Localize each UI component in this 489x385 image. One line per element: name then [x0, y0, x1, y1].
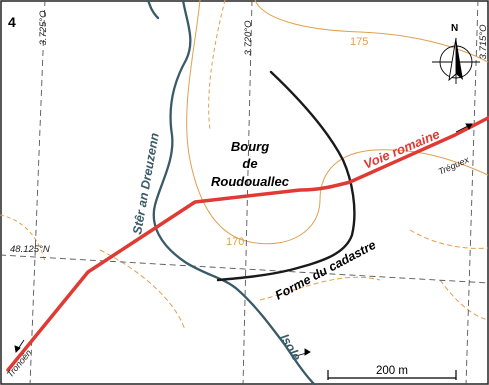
scale-label: 200 m: [376, 365, 408, 377]
meridian-3-715: [465, 0, 479, 385]
place-name-line3: Roudouallec: [211, 174, 290, 189]
river-tributary: [146, 0, 160, 20]
compass-icon: [432, 37, 480, 84]
roman-road: [6, 116, 489, 372]
contour-label-175: 175: [350, 36, 368, 48]
longitude-label-3-715: 3.715°O: [478, 24, 489, 60]
meridian-3-720: [242, 0, 253, 385]
longitude-label-3-720: 3.720°O: [243, 20, 254, 56]
scale-bar: [327, 370, 457, 380]
compass-north-label: N: [451, 23, 458, 34]
contour-label-170: 170: [226, 236, 244, 248]
meridian-3-725: [29, 0, 46, 385]
parallel-48-125: [0, 254, 489, 284]
place-name-line1: Bourg: [231, 139, 269, 154]
panel-number: 4: [8, 14, 16, 30]
place-name-line2: de: [242, 156, 257, 171]
direction-arrows: [14, 123, 473, 357]
cadastre-road: [216, 70, 356, 282]
latitude-label: 48.125°N: [10, 244, 50, 255]
longitude-label-3-725: 3.725°O: [38, 10, 49, 46]
